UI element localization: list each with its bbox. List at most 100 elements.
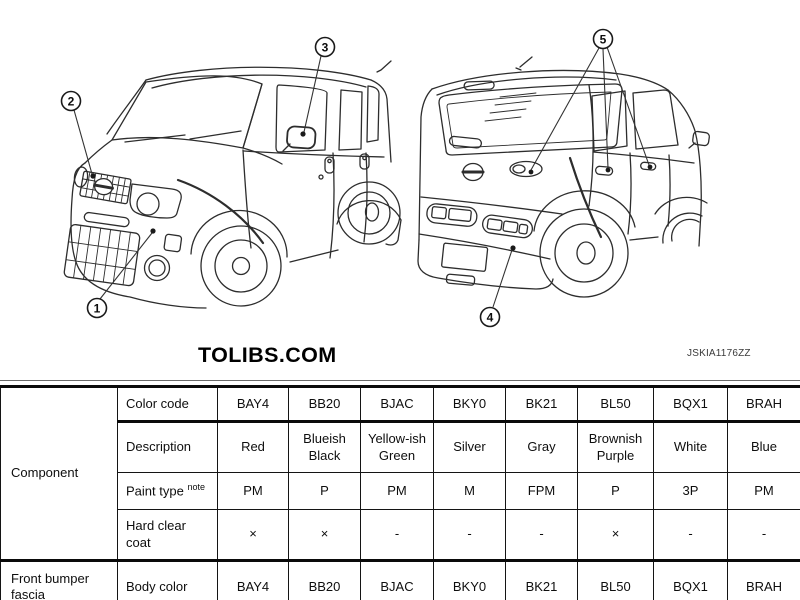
front-car-illustration xyxy=(63,60,402,309)
exhaust-tip xyxy=(445,273,476,286)
defroster-lines xyxy=(484,92,537,122)
front-wheel-arch xyxy=(190,209,288,258)
description-cell: Gray xyxy=(505,421,578,473)
color-code-cell: BL50 xyxy=(577,385,654,423)
front-door-window xyxy=(275,84,328,153)
license-plate-recess xyxy=(441,242,489,272)
paint-type-label: Paint type xyxy=(126,483,184,499)
paint-type-cell: P xyxy=(577,472,654,510)
fog-lamp xyxy=(143,254,171,282)
row-label-paint-type: Paint type note xyxy=(117,472,218,510)
color-code-cell: BJAC xyxy=(360,385,434,423)
color-code-cell: BB20 xyxy=(288,385,361,423)
callout-5-label: 5 xyxy=(600,33,607,47)
row-label-hard-clear-coat: Hard clear coat xyxy=(117,509,218,562)
rear-car-illustration xyxy=(417,56,710,298)
rear-nissan-badge-icon xyxy=(461,162,485,182)
description-cell: Red xyxy=(217,421,289,473)
callout-4: 4 xyxy=(479,245,516,328)
callout-1: 1 xyxy=(86,228,156,319)
paint-type-cell: M xyxy=(433,472,506,510)
description-cell: Silver xyxy=(433,421,506,473)
color-code-cell: BKY0 xyxy=(433,385,506,423)
hard-clear-coat-cell: - xyxy=(727,509,800,562)
body-color-cell: BKY0 xyxy=(433,560,506,600)
component-cell-front-bumper-fascia: Front bumper fascia xyxy=(0,560,118,600)
paint-type-cell: FPM xyxy=(505,472,578,510)
right-taillight xyxy=(482,214,533,239)
rear-bumper xyxy=(417,233,554,290)
row-label-color-code: Color code xyxy=(117,385,218,423)
color-code-cell: BAY4 xyxy=(217,385,289,423)
color-code-cell: BK21 xyxy=(505,385,578,423)
front-grille xyxy=(79,170,132,205)
paint-type-row: Paint type note PM P PM M FPM P 3P PM xyxy=(1,472,800,510)
hard-clear-coat-cell: - xyxy=(433,509,506,562)
callout-3: 3 xyxy=(300,36,336,137)
description-cell: Brownish Purple xyxy=(577,421,654,473)
callout-2-label: 2 xyxy=(68,95,75,109)
body-color-cell: BL50 xyxy=(577,560,654,600)
front-door-window xyxy=(632,89,679,150)
bumper-garnish xyxy=(83,211,130,228)
hard-clear-coat-cell: × xyxy=(217,509,289,562)
rear-wiper xyxy=(448,135,483,149)
door-mirror xyxy=(688,130,710,149)
row-label-description: Description xyxy=(117,421,218,473)
wipers xyxy=(124,130,242,143)
paint-type-cell: PM xyxy=(360,472,434,510)
left-taillight xyxy=(426,203,478,227)
body-color-diagram: 1 2 3 4 5 xyxy=(60,28,710,328)
callout-2: 2 xyxy=(60,90,96,179)
body-color-cell: BQX1 xyxy=(653,560,728,600)
hard-clear-coat-cell: - xyxy=(360,509,434,562)
paint-type-cell: 3P xyxy=(653,472,728,510)
door-handles xyxy=(318,153,370,180)
paint-type-note-superscript: note xyxy=(187,482,205,493)
right-headlamp xyxy=(129,183,182,219)
rear-door-window xyxy=(338,89,363,151)
component-header-cell: Component xyxy=(0,385,118,562)
callout-5: 5 xyxy=(528,28,653,175)
color-code-row: Component Color code BAY4 BB20 BJAC BKY0… xyxy=(0,385,800,562)
front-bumper-fascia-row: Front bumper fascia Body color BAY4 BB20… xyxy=(0,560,800,600)
hard-clear-coat-cell: - xyxy=(505,509,578,562)
rear-wheel xyxy=(539,208,629,298)
callout-4-label: 4 xyxy=(487,311,494,325)
paint-type-cell: PM xyxy=(217,472,289,510)
paint-type-cell: P xyxy=(288,472,361,510)
color-code-cell: BQX1 xyxy=(653,385,728,423)
description-cell: Blueish Black xyxy=(288,421,361,473)
hard-clear-coat-cell: × xyxy=(288,509,361,562)
description-row: Description Red Blueish Black Yellow-ish… xyxy=(1,421,800,473)
windshield xyxy=(111,75,263,149)
hard-clear-coat-row: Hard clear coat × × - - - × - - xyxy=(1,509,800,562)
left-headlamp xyxy=(73,166,89,188)
body-color-cell: BB20 xyxy=(288,560,361,600)
door-handles xyxy=(594,161,657,176)
body-color-cell: BK21 xyxy=(505,560,578,600)
description-cell: White xyxy=(653,421,728,473)
nissan-badge-icon xyxy=(93,183,114,190)
row-label-body-color: Body color xyxy=(117,560,218,600)
hard-clear-coat-cell: - xyxy=(653,509,728,562)
rear-wheel xyxy=(337,181,401,245)
description-cell: Yellow-ish Green xyxy=(360,421,434,473)
front-wheel xyxy=(200,225,282,307)
high-mount-stop-lamp xyxy=(463,80,495,91)
lower-grille xyxy=(63,223,141,287)
quarter-window xyxy=(366,85,380,143)
body-color-cell: BJAC xyxy=(360,560,434,600)
paint-type-cell: PM xyxy=(727,472,800,510)
callout-3-label: 3 xyxy=(322,41,329,55)
figure-code: JSKIA1176ZZ xyxy=(687,348,751,359)
body-color-cell: BRAH xyxy=(727,560,800,600)
hard-clear-coat-cell: × xyxy=(577,509,654,562)
rear-door-window xyxy=(591,90,628,152)
divider-rule xyxy=(0,380,800,381)
callout-1-label: 1 xyxy=(94,302,101,316)
description-cell: Blue xyxy=(727,421,800,473)
watermark-text: TOLIBS.COM xyxy=(198,343,337,367)
door-mirror xyxy=(282,125,317,152)
